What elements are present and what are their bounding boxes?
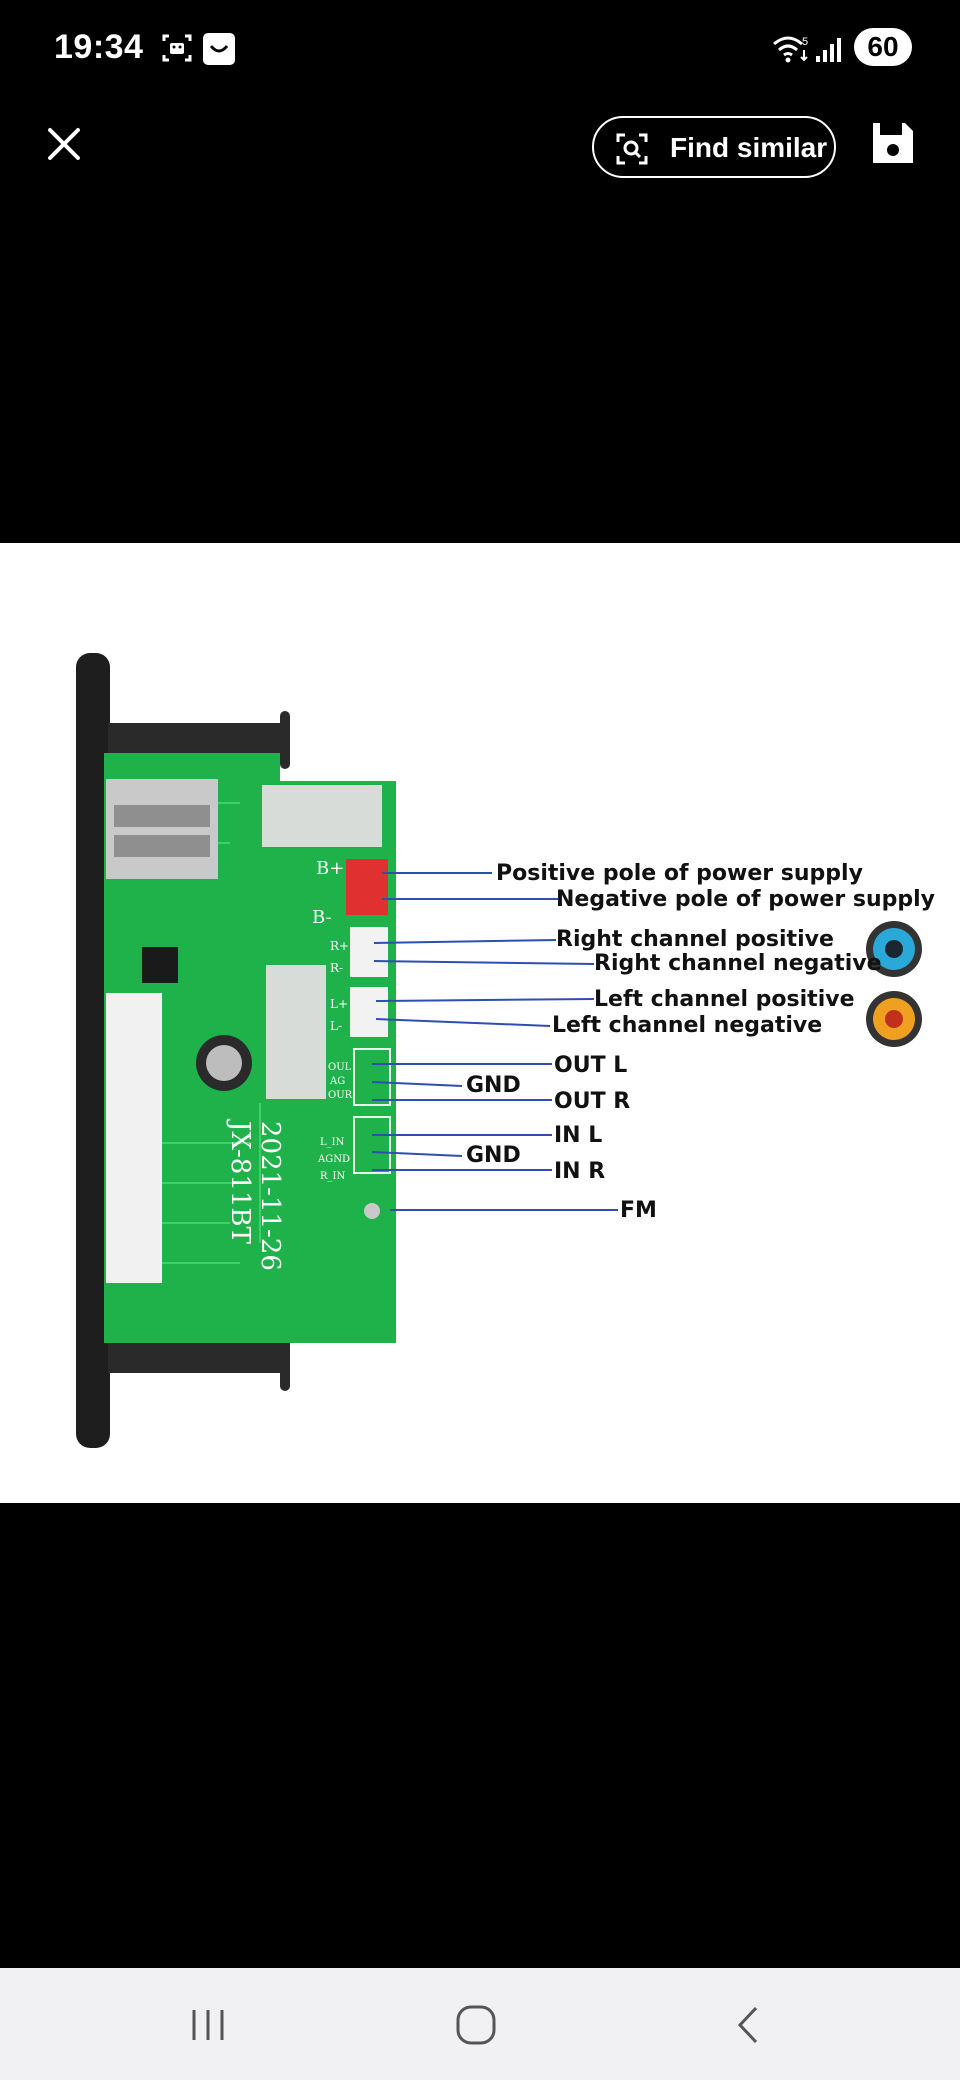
pcb-label-r-in: R_IN <box>320 1171 345 1182</box>
right-speaker-icon <box>866 921 922 977</box>
recent-apps-icon[interactable] <box>178 2000 238 2050</box>
label-gnd-in: GND <box>466 1143 521 1168</box>
save-icon[interactable] <box>870 120 916 166</box>
wifi-icon: 5 <box>773 36 808 63</box>
status-bar: 19:34 5 60 <box>0 0 960 100</box>
label-in-r: IN R <box>554 1159 606 1184</box>
pcb-label-our: OUR <box>328 1090 353 1101</box>
label-right-positive: Right channel positive <box>556 927 834 952</box>
battery-indicator: 60 <box>854 28 912 66</box>
product-image[interactable]: B+ B- R+ R- L+ L- OUL AG OUR L_IN AGND R… <box>0 543 960 1503</box>
back-icon[interactable] <box>718 2000 778 2050</box>
label-out-l: OUT L <box>554 1053 628 1078</box>
network-type-label: 5 <box>802 36 808 48</box>
gallery-notification-icon <box>162 34 192 62</box>
frame-rail-bottom <box>108 1343 283 1373</box>
pcb-label-b-plus: B+ <box>316 858 344 879</box>
close-icon[interactable] <box>44 124 84 164</box>
leader-lines <box>371 872 618 1211</box>
board-date: 2021-11-26 <box>255 1121 285 1271</box>
pcb-label-agnd: AGND <box>317 1154 350 1165</box>
label-in-l: IN L <box>554 1123 603 1148</box>
label-out-r: OUT R <box>554 1089 631 1114</box>
label-right-negative: Right channel negative <box>594 951 882 976</box>
chip-shield-top <box>262 785 382 847</box>
frame-rail-top <box>108 723 283 753</box>
board-model: JX-811BT <box>225 1118 255 1245</box>
fm-pad <box>364 1203 380 1219</box>
label-fm: FM <box>620 1198 657 1223</box>
power-connector <box>346 859 388 915</box>
right-speaker-connector <box>350 927 388 977</box>
audio-in-header <box>353 1116 391 1174</box>
usb-port <box>106 779 218 879</box>
chip-shield-middle <box>266 965 326 1099</box>
pcb-label-b-minus: B- <box>312 907 332 928</box>
visual-search-icon <box>616 133 648 165</box>
ir-receiver <box>142 947 178 983</box>
label-power-negative: Negative pole of power supply <box>556 887 935 912</box>
shopping-bag-notification-icon <box>203 33 235 65</box>
signal-icon <box>816 38 841 62</box>
audio-out-header <box>353 1048 391 1106</box>
status-time: 19:34 <box>54 28 144 66</box>
label-left-negative: Left channel negative <box>552 1013 823 1038</box>
pcb-label-l-plus: L+ <box>330 997 348 1011</box>
circuit-board-diagram: B+ B- R+ R- L+ L- OUL AG OUR L_IN AGND R… <box>76 653 922 1448</box>
label-power-positive: Positive pole of power supply <box>496 861 863 886</box>
sd-card-slot <box>106 993 162 1283</box>
left-speaker-icon <box>866 991 922 1047</box>
left-speaker-connector <box>350 987 388 1037</box>
pcb-label-ag: AG <box>329 1076 345 1087</box>
pcb-label-r-minus: R- <box>330 961 343 975</box>
label-left-positive: Left channel positive <box>594 987 855 1012</box>
pcb-label-l-minus: L- <box>330 1019 342 1033</box>
mounting-frame <box>76 653 110 1448</box>
label-gnd-out: GND <box>466 1073 521 1098</box>
system-navigation-bar <box>0 1968 960 2080</box>
pcb-label-l-in: L_IN <box>320 1137 345 1148</box>
find-similar-button[interactable]: Find similar <box>592 116 836 178</box>
pcb-label-r-plus: R+ <box>330 939 349 953</box>
top-action-bar: Find similar <box>0 100 960 190</box>
home-icon[interactable] <box>446 2000 506 2050</box>
pcb-label-oul: OUL <box>328 1062 352 1073</box>
find-similar-label: Find similar <box>670 132 828 163</box>
